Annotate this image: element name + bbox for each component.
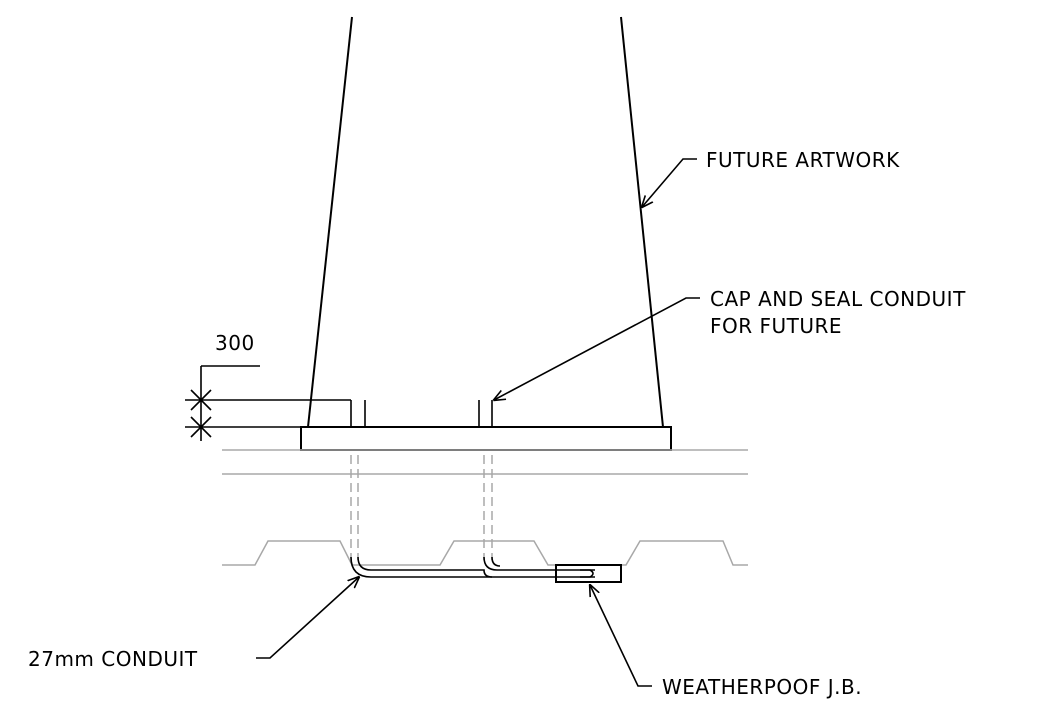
artwork-right-edge [620,16,664,428]
conduit-branch-mid [483,556,595,571]
label-conduit: 27mm CONDUIT [28,647,198,671]
label-cap-seal-line1: CAP AND SEAL CONDUIT [710,287,966,311]
junction-box [555,564,622,583]
leader-future-artwork [642,158,697,207]
leader-conduit [256,577,359,659]
profiled-deck-line [222,540,748,566]
dimension-tick-top-b [190,389,212,411]
label-future-artwork: FUTURE ARTWORK [706,148,900,172]
conduit-run-outer [350,556,595,578]
dimension-tick-bottom-b [190,416,212,438]
leader-cap-seal [494,297,700,400]
dimension-label: 300 [215,331,255,355]
base-plinth [300,426,672,451]
leader-junction-box [590,585,652,687]
conduit-branch-mid-outer [491,556,501,567]
label-junction-box: WEATHERPOOF J.B. [662,675,862,699]
conduit-end-loop [580,569,594,578]
artwork-left-edge [307,16,353,428]
conduit-run-inner [357,556,493,578]
label-cap-seal-line2: FOR FUTURE [710,314,842,338]
